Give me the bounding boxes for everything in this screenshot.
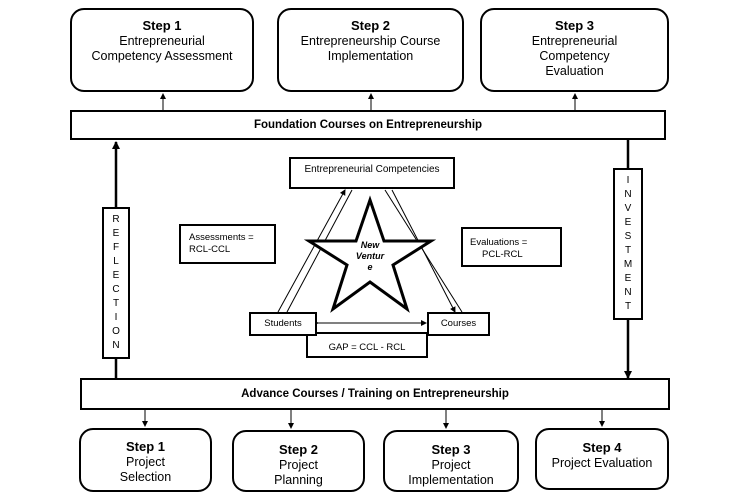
- entrepreneurial-competencies-box: Entrepreneurial Competencies: [289, 157, 455, 189]
- reflection-letter: N: [112, 340, 120, 351]
- top-step-2: Step 2 Entrepreneurship Course Implement…: [277, 8, 464, 92]
- top-step-1-title: Step 1: [142, 18, 182, 33]
- reflection-letter: I: [114, 312, 118, 323]
- top-step-1-line-2: Competency Assessment: [91, 49, 233, 63]
- investment-letter: N: [624, 287, 632, 298]
- top-step-2-title: Step 2: [350, 18, 390, 33]
- entrepreneurial-competencies-label: Entrepreneurial Competencies: [304, 164, 440, 175]
- assessments-line-1: Assessments =: [189, 232, 254, 243]
- reflection-letter: E: [112, 270, 120, 281]
- reflection-letter: R: [112, 214, 120, 225]
- line-competencies-to-courses: [391, 189, 456, 313]
- star-label-line-3: e: [367, 262, 373, 272]
- bottom-step-2: Step 2 Project Planning: [232, 430, 365, 492]
- star-label-line-1: New: [360, 240, 380, 250]
- courses-box: Courses: [427, 312, 490, 336]
- bottom-step-4: Step 4 Project Evaluation: [535, 428, 669, 490]
- assessments-line-2: RCL-CCL: [189, 244, 231, 255]
- new-venture-star-label: New Ventur e: [345, 240, 395, 273]
- reflection-letter: C: [112, 284, 120, 295]
- star-shape: [303, 195, 437, 313]
- investment-letter: E: [624, 273, 632, 284]
- bottom-step-1-title: Step 1: [125, 439, 165, 454]
- top-step-1: Step 1 Entrepreneurial Competency Assess…: [70, 8, 254, 92]
- top-step-3-line-3: Evaluation: [545, 64, 604, 78]
- bottom-step-3-title: Step 3: [431, 442, 471, 457]
- investment-letter: S: [624, 231, 632, 242]
- assessments-box: Assessments = RCL-CCL: [179, 224, 276, 264]
- top-step-2-line-1: Entrepreneurship Course: [300, 34, 441, 48]
- investment-letter: M: [623, 259, 633, 270]
- bottom-step-2-line-1: Project: [279, 458, 318, 472]
- bottom-step-4-line-1: Project Evaluation: [551, 456, 653, 470]
- line-students-to-competencies: [277, 189, 346, 313]
- investment-letter: E: [624, 217, 632, 228]
- line-competencies-to-students: [286, 189, 353, 313]
- bottom-step-2-title: Step 2: [278, 442, 318, 457]
- bottom-step-1-line-2: Selection: [119, 470, 172, 484]
- investment-letter: V: [624, 203, 632, 214]
- reflection-letter: O: [112, 326, 120, 337]
- reflection-letter: E: [112, 228, 120, 239]
- reflection-letter: F: [112, 242, 120, 253]
- evaluations-line-2: PCL-RCL: [482, 249, 523, 260]
- top-step-3-line-1: Entrepreneurial: [531, 34, 618, 48]
- advance-courses-label: Advance Courses / Training on Entreprene…: [241, 388, 509, 400]
- top-step-3-line-2: Competency: [539, 49, 610, 63]
- students-label: Students: [264, 318, 302, 329]
- evaluations-line-1: Evaluations =: [470, 237, 528, 248]
- top-step-3: Step 3 Entrepreneurial Competency Evalua…: [480, 8, 669, 92]
- bottom-step-3-line-1: Project: [431, 458, 471, 472]
- investment-letter: N: [624, 189, 632, 200]
- reflection-letter: T: [112, 298, 120, 309]
- gap-box: GAP = CCL - RCL: [306, 332, 428, 358]
- bottom-step-1-line-1: Project: [126, 455, 165, 469]
- investment-letter: T: [624, 245, 632, 256]
- evaluations-box: Evaluations = PCL-RCL: [461, 227, 562, 267]
- investment-box: I N V E S T M E N T: [613, 168, 643, 320]
- bottom-step-2-line-2: Planning: [274, 473, 323, 487]
- investment-letter: I: [626, 175, 630, 186]
- gap-label: GAP = CCL - RCL: [328, 342, 406, 353]
- top-step-1-line-1: Entrepreneurial: [119, 34, 205, 48]
- star-label-line-2: Ventur: [355, 251, 385, 261]
- reflection-box: R E F L E C T I O N: [102, 207, 130, 359]
- advance-courses-bar: Advance Courses / Training on Entreprene…: [80, 378, 670, 410]
- bottom-step-3-line-2: Implementation: [408, 473, 494, 487]
- foundation-courses-label: Foundation Courses on Entrepreneurship: [253, 119, 483, 131]
- foundation-courses-bar: Foundation Courses on Entrepreneurship: [70, 110, 666, 140]
- bottom-step-3: Step 3 Project Implementation: [383, 430, 519, 492]
- students-box: Students: [249, 312, 317, 336]
- top-step-2-line-2: Implementation: [327, 49, 414, 63]
- reflection-letter: L: [113, 256, 119, 267]
- bottom-step-1: Step 1 Project Selection: [79, 428, 212, 492]
- investment-letter: T: [624, 301, 632, 312]
- courses-label: Courses: [440, 318, 477, 329]
- top-step-3-title: Step 3: [554, 18, 594, 33]
- bottom-step-4-title: Step 4: [582, 440, 622, 455]
